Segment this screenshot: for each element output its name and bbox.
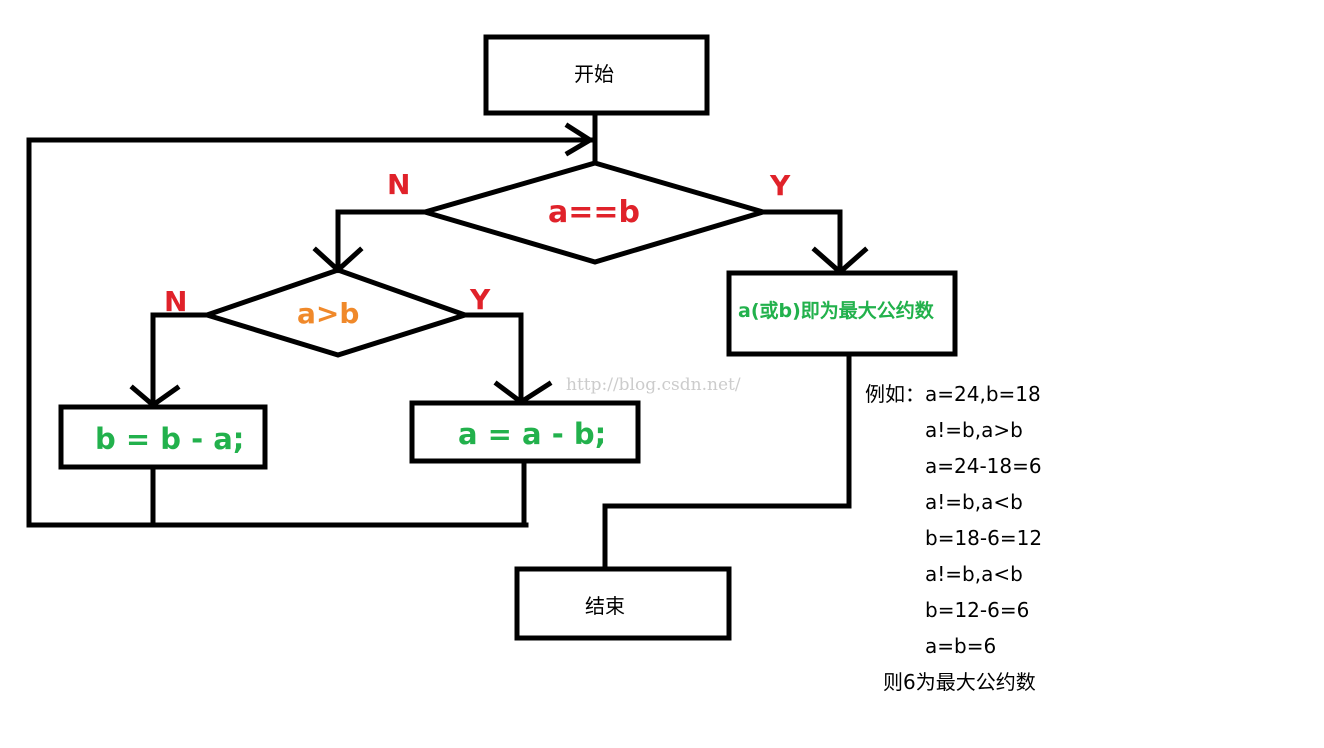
start-label: 开始: [574, 62, 614, 86]
connector-loop-back: [26, 137, 593, 528]
connector-greater-no: [150, 312, 210, 408]
end-box: [514, 566, 732, 641]
example-line: a=b=6: [925, 634, 997, 658]
no-label-greater: N: [164, 285, 188, 318]
stmt-a-label: a = a - b;: [458, 417, 607, 451]
cond-equal-diamond: [416, 160, 772, 265]
example-line: a!=b,a<b: [925, 562, 1023, 586]
stmt-b-box: [58, 404, 268, 470]
example-line: 则6为最大公约数: [883, 670, 1036, 694]
result-label: a(或b)即为最大公约数: [738, 300, 934, 322]
example-block: 例如：a=24,b=18 a!=b,a>b a=24-18=6 a!=b,a<b…: [865, 376, 1042, 700]
yes-label-greater: Y: [470, 283, 491, 316]
connector-equal-no: [335, 209, 428, 273]
example-line: a!=b,a>b: [925, 418, 1023, 442]
result-box: [726, 270, 958, 357]
example-line: b=18-6=12: [925, 526, 1043, 550]
watermark-text: http://blog.csdn.net/: [566, 375, 741, 395]
cond-greater-diamond: [198, 267, 473, 358]
end-label: 结束: [585, 594, 625, 618]
no-label-equal: N: [387, 168, 411, 201]
connector-result-to-end: [602, 351, 852, 571]
yes-label-equal: Y: [770, 169, 791, 202]
connector-equal-yes: [760, 209, 843, 275]
example-line: a=24-18=6: [925, 454, 1042, 478]
connector-greater-yes: [462, 312, 524, 405]
example-line: a!=b,a<b: [925, 490, 1023, 514]
example-line: b=12-6=6: [925, 598, 1030, 622]
example-line: 例如：a=24,b=18: [865, 382, 1041, 406]
stmt-b-label: b = b - a;: [95, 422, 245, 456]
cond-equal-label: a==b: [548, 195, 640, 230]
arrowhead-loop-back: [564, 122, 595, 157]
cond-greater-label: a>b: [297, 297, 360, 330]
